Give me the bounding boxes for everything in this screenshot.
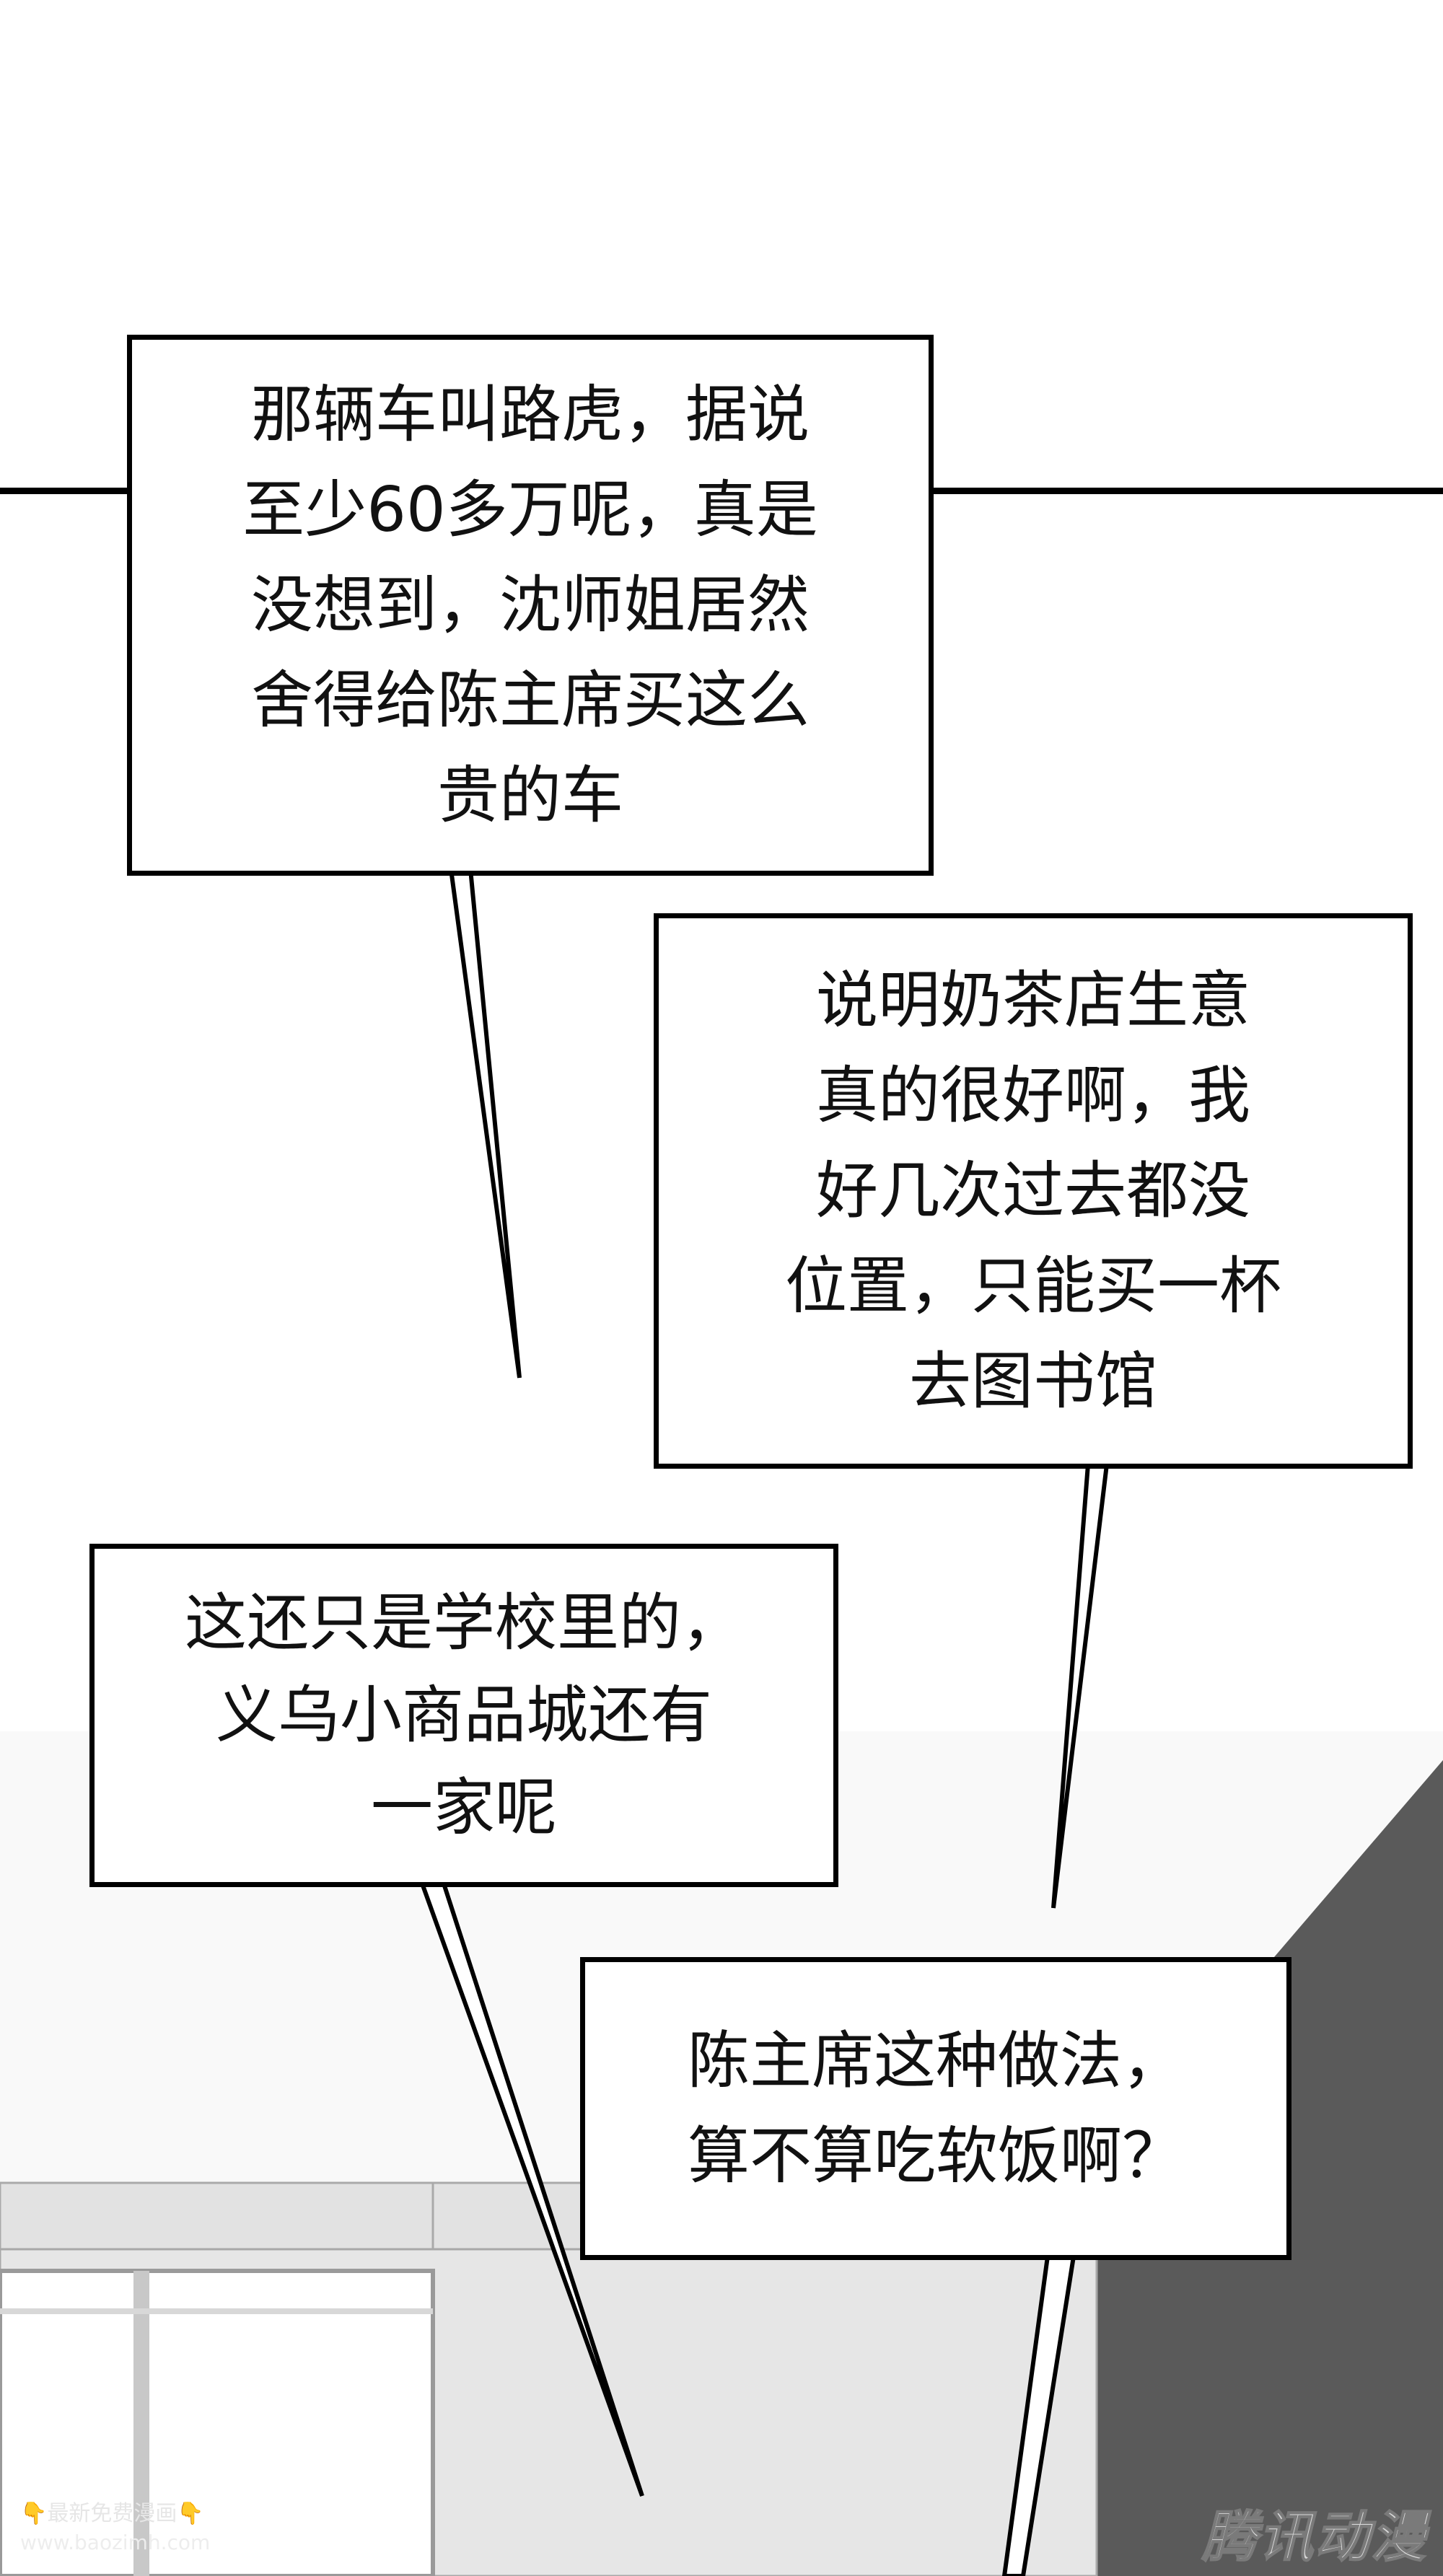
speech-text-school: 这还只是学校里的， 义乌小商品城还有 一家呢 xyxy=(185,1587,743,1844)
site-watermark: 👇最新免费漫画👇 www.baozimh.com xyxy=(20,2500,210,2557)
speech-text-car: 那辆车叫路虎，据说 至少60多万呢，真是 没想到，沈师姐居然 舍得给陈主席买这么… xyxy=(242,379,818,832)
publisher-logo: 腾讯动漫 xyxy=(1201,2504,1427,2570)
pointing-down-icon: 👇 xyxy=(20,2501,48,2526)
watermark-url: www.baozimh.com xyxy=(20,2531,211,2554)
speech-bubble-school: 这还只是学校里的， 义乌小商品城还有 一家呢 xyxy=(89,1544,838,1887)
watermark-caption: 最新免费漫画 xyxy=(47,2501,177,2526)
window-frame-rail xyxy=(0,2308,433,2314)
speech-text-chairman: 陈主席这种做法， 算不算吃软饭啊？ xyxy=(688,2025,1184,2192)
speech-text-milk-tea: 说明奶茶店生意 真的很好啊，我 好几次过去都没 位置，只能买一杯 去图书馆 xyxy=(785,964,1281,1417)
speech-bubble-chairman: 陈主席这种做法， 算不算吃软饭啊？ xyxy=(580,1957,1291,2260)
building-window xyxy=(0,2269,435,2576)
bubble-tail-car xyxy=(448,867,522,1379)
speech-bubble-milk-tea: 说明奶茶店生意 真的很好啊，我 好几次过去都没 位置，只能买一杯 去图书馆 xyxy=(654,913,1413,1469)
speech-bubble-car: 那辆车叫路虎，据说 至少60多万呢，真是 没想到，沈师姐居然 舍得给陈主席买这么… xyxy=(127,335,934,876)
pointing-down-icon-2: 👇 xyxy=(177,2501,204,2526)
window-frame-bar xyxy=(133,2271,149,2576)
